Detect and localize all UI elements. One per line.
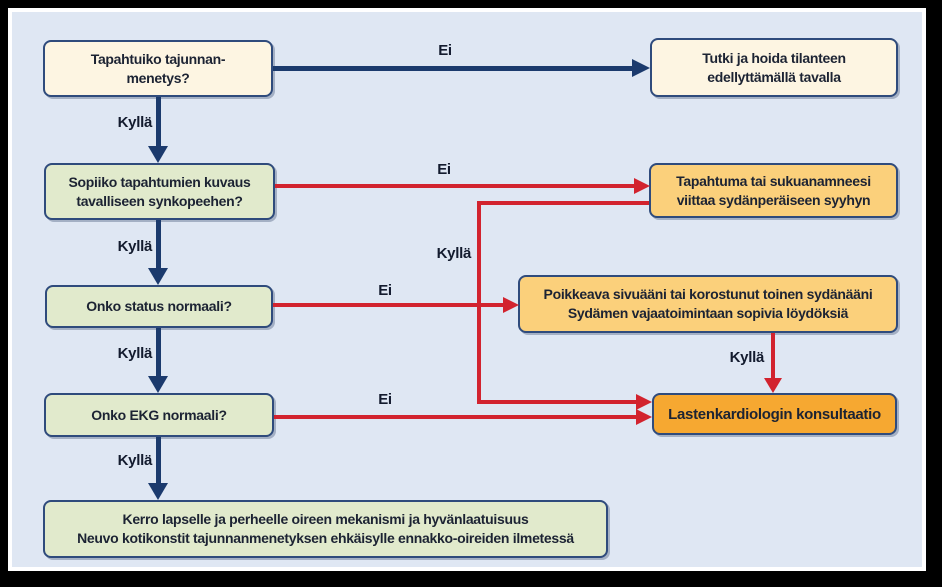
arrow-segment bbox=[273, 66, 634, 71]
box-text-line: Sydämen vajaatoimintaan sopivia löydöksi… bbox=[567, 305, 849, 321]
box-text-line: Tutki ja hoida tilanteen bbox=[702, 49, 846, 66]
arrow-segment bbox=[477, 400, 637, 404]
box-text-line: menetys? bbox=[126, 69, 190, 86]
arrowhead bbox=[634, 178, 650, 194]
edge-label-no-ekg: Ei bbox=[378, 391, 392, 408]
box-treat-accordingly: Tutki ja hoida tilanteen edellyttämällä … bbox=[650, 38, 898, 97]
box-text-line: viittaa sydänperäiseen syyhyn bbox=[676, 191, 871, 208]
edge-label-yes-syncope: Kyllä bbox=[117, 238, 153, 255]
arrowhead bbox=[632, 59, 650, 77]
arrowhead bbox=[148, 483, 168, 500]
box-text-line: edellyttämällä tavalla bbox=[707, 68, 841, 85]
edge-label-yes-ekg: Kyllä bbox=[117, 452, 153, 469]
edge-label-yes-cardiac: Kyllä bbox=[436, 245, 472, 262]
box-cardiac-suspicion: Tapahtuma tai sukuanamneesi viittaa sydä… bbox=[649, 163, 898, 218]
arrowhead bbox=[148, 376, 168, 393]
box-text-line: Kerro lapselle ja perheelle oireen mekan… bbox=[122, 511, 529, 527]
arrow-segment bbox=[477, 201, 649, 205]
box-question-typical-syncope: Sopiiko tapahtumien kuvaus tavalliseen s… bbox=[44, 163, 275, 220]
box-question-loss-of-consciousness: Tapahtuiko tajunnan- menetys? bbox=[43, 40, 273, 97]
edge-label-no-loc: Ei bbox=[438, 42, 452, 59]
arrowhead bbox=[636, 394, 652, 410]
edge-label-yes-status: Kyllä bbox=[117, 345, 153, 362]
arrowhead bbox=[636, 409, 652, 425]
box-text-line: Poikkeava sivuääni tai korostunut toinen… bbox=[543, 286, 873, 302]
arrow-segment bbox=[275, 184, 635, 188]
box-question-ekg-normal: Onko EKG normaali? bbox=[44, 393, 274, 437]
arrowhead bbox=[503, 297, 519, 313]
arrow-segment bbox=[156, 437, 161, 484]
box-text-line: Tapahtuiko tajunnan- bbox=[90, 50, 226, 67]
edge-label-yes-findings: Kyllä bbox=[729, 349, 765, 366]
box-cardiology-consult: Lastenkardiologin konsultaatio bbox=[652, 393, 897, 435]
arrowhead bbox=[148, 268, 168, 285]
arrow-segment bbox=[156, 97, 161, 147]
box-abnormal-findings: Poikkeava sivuääni tai korostunut toinen… bbox=[518, 275, 898, 333]
box-question-status-normal: Onko status normaali? bbox=[45, 285, 273, 328]
box-text-line: Sopiiko tapahtumien kuvaus bbox=[68, 173, 251, 190]
box-reassure-advise: Kerro lapselle ja perheelle oireen mekan… bbox=[43, 500, 608, 558]
box-text-line: tavalliseen synkopeehen? bbox=[76, 192, 243, 209]
box-text-line: Onko status normaali? bbox=[86, 298, 232, 314]
arrowhead bbox=[764, 378, 782, 393]
edge-label-no-status: Ei bbox=[378, 282, 392, 299]
edge-label-no-syncope: Ei bbox=[437, 161, 451, 178]
arrow-segment bbox=[156, 328, 161, 377]
arrow-segment bbox=[477, 201, 481, 404]
arrowhead bbox=[148, 146, 168, 163]
box-text-line: Lastenkardiologin konsultaatio bbox=[668, 405, 881, 423]
arrow-segment bbox=[273, 303, 504, 307]
box-text-line: Tapahtuma tai sukuanamneesi bbox=[676, 172, 871, 189]
arrow-segment bbox=[771, 333, 775, 379]
box-text-line: Neuvo kotikonstit tajunnanmenetyksen ehk… bbox=[77, 530, 574, 546]
arrow-segment bbox=[274, 415, 637, 419]
arrow-segment bbox=[156, 220, 161, 269]
edge-label-yes-loc: Kyllä bbox=[117, 114, 153, 131]
box-text-line: Onko EKG normaali? bbox=[91, 406, 227, 423]
